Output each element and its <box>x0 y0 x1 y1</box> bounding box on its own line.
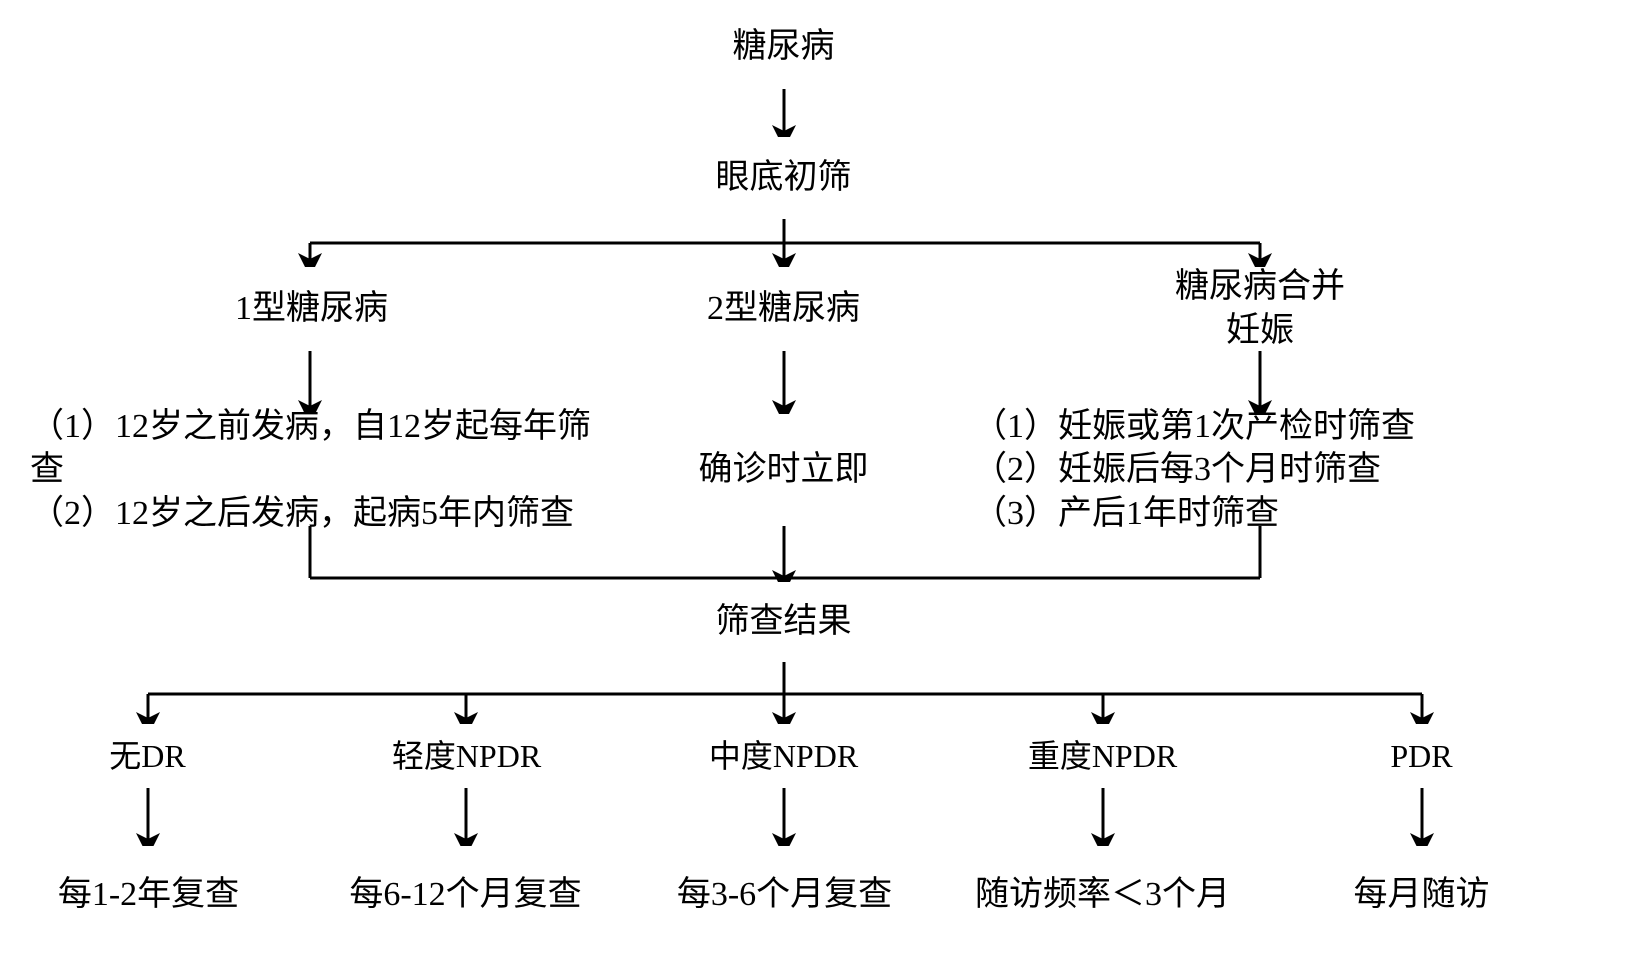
node-grade-pdr[interactable]: PDR <box>1319 724 1524 788</box>
node-followup-mild-npdr[interactable]: 每6-12个月复查 <box>325 846 606 943</box>
node-diabetes-root[interactable]: 糖尿病 <box>681 5 886 89</box>
node-type1-diabetes[interactable]: 1型糖尿病 <box>209 267 414 351</box>
node-screening-result[interactable]: 筛查结果 <box>681 582 886 662</box>
node-type2-diabetes[interactable]: 2型糖尿病 <box>681 267 886 351</box>
node-grade-severe-npdr[interactable]: 重度NPDR <box>1000 724 1205 788</box>
node-followup-moderate-npdr[interactable]: 每3-6个月复查 <box>644 846 925 943</box>
node-grade-mild-npdr[interactable]: 轻度NPDR <box>364 724 569 788</box>
node-followup-pdr[interactable]: 每月随访 <box>1281 846 1562 943</box>
node-type2-screening-detail[interactable]: 确诊时立即 <box>681 414 886 526</box>
node-type1-screening-detail[interactable]: （1）12岁之前发病，自12岁起每年筛查 （2）12岁之后发病，起病5年内筛查 <box>8 408 619 532</box>
node-followup-no-dr[interactable]: 每1-2年复查 <box>8 846 289 943</box>
node-diabetes-with-pregnancy[interactable]: 糖尿病合并 妊娠 <box>1158 267 1362 351</box>
node-fundus-screening[interactable]: 眼底初筛 <box>681 137 886 219</box>
node-grade-no-dr[interactable]: 无DR <box>45 724 250 788</box>
node-followup-severe-npdr[interactable]: 随访频率＜3个月 <box>962 846 1243 943</box>
node-grade-moderate-npdr[interactable]: 中度NPDR <box>681 724 886 788</box>
node-pregnancy-screening-detail[interactable]: （1）妊娠或第1次产检时筛查 （2）妊娠后每3个月时筛查 （3）产后1年时筛查 <box>951 408 1625 532</box>
